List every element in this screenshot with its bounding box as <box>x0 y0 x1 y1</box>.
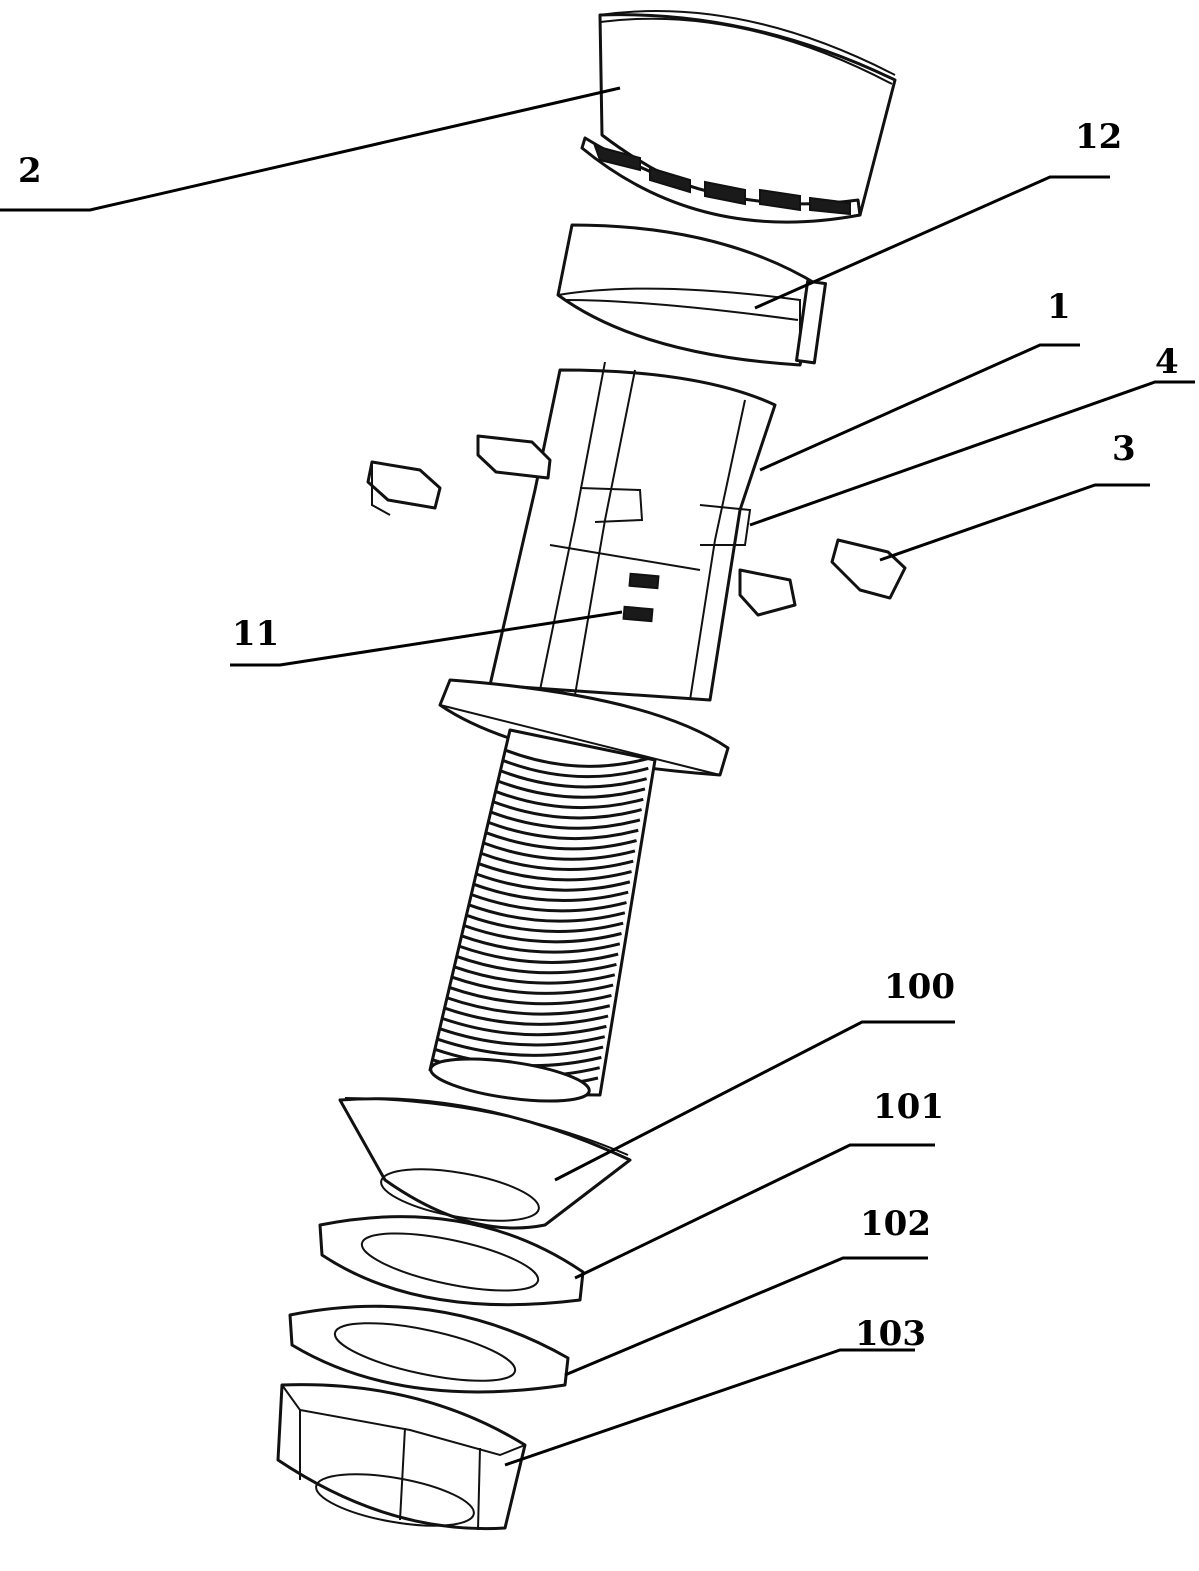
label-3: 3 <box>1112 429 1136 469</box>
part-103-hex-nut <box>278 1385 525 1536</box>
leader-2 <box>0 88 620 210</box>
label-11: 11 <box>232 614 279 654</box>
label-103: 103 <box>855 1314 926 1354</box>
label-12: 12 <box>1075 117 1122 157</box>
label-1: 1 <box>1047 287 1071 327</box>
threaded-shaft <box>428 730 655 1109</box>
label-102: 102 <box>860 1204 931 1244</box>
part-3-clip-left <box>368 462 440 515</box>
part-1-body <box>440 362 775 775</box>
part-101-washer <box>320 1217 583 1305</box>
part-102-washer <box>290 1306 568 1392</box>
label-100: 100 <box>884 967 955 1007</box>
label-2: 2 <box>18 151 42 191</box>
part-2-top-cap <box>582 11 895 222</box>
leader-3 <box>880 485 1150 560</box>
part-3-clip-right <box>832 540 905 598</box>
label-4: 4 <box>1155 342 1179 382</box>
label-101: 101 <box>873 1087 944 1127</box>
leader-1 <box>760 345 1080 470</box>
